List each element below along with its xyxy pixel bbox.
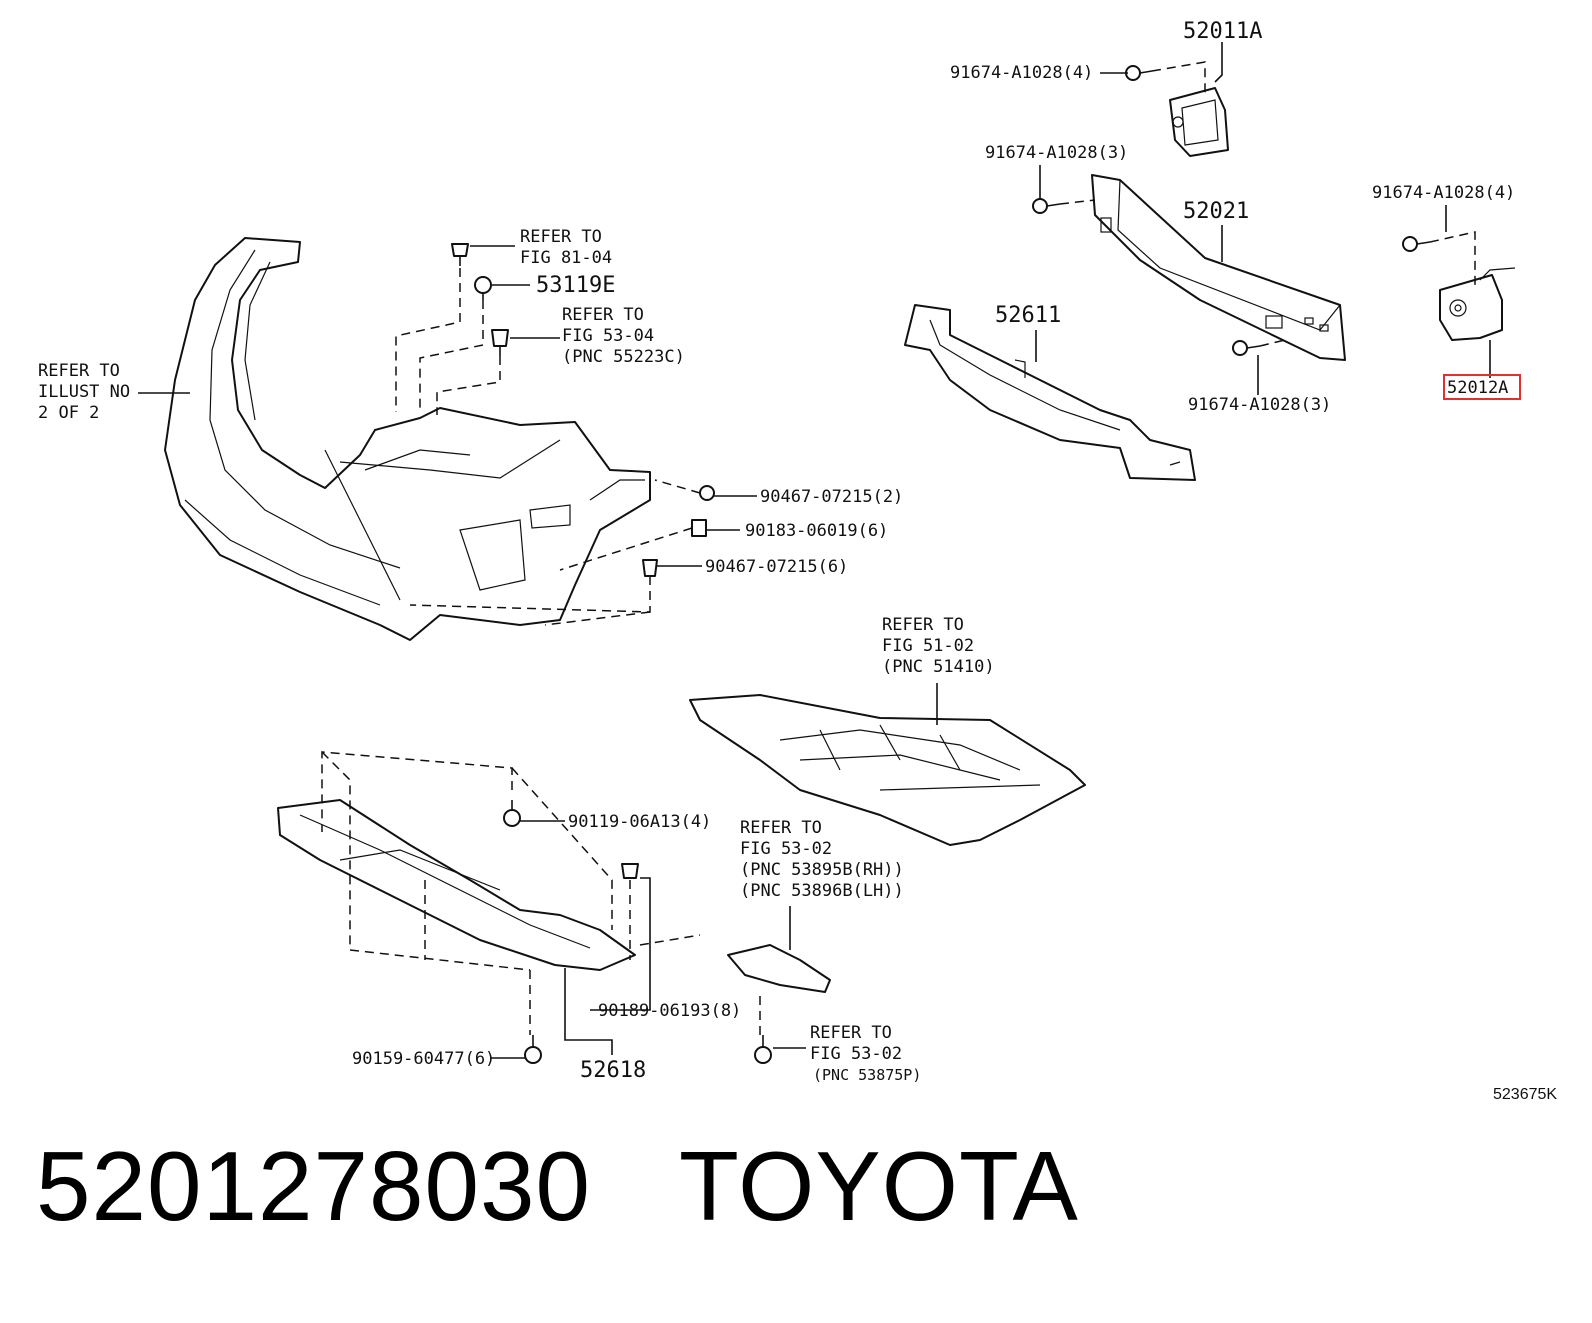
side-deflector <box>727 944 831 993</box>
front-bumper-cover <box>164 237 651 641</box>
label-refer-fig-53-02-b: (PNC 53875P) <box>813 1066 921 1084</box>
label-clip-90467-b: 90467-07215(6) <box>705 557 848 577</box>
label-52012a: 52012A <box>1447 378 1508 398</box>
label-refer-fig-51: (PNC 51410) <box>882 657 995 677</box>
part-title: 5201278030 TOYOTA <box>36 1130 1079 1243</box>
label-refer-fig-53-02-a: REFER TO <box>740 818 822 838</box>
label-refer-illust: 2 OF 2 <box>38 403 99 423</box>
label-bolt-91674-right: 91674-A1028(4) <box>1372 183 1515 203</box>
clip-icon <box>621 863 639 879</box>
clip-icon <box>642 559 658 577</box>
highlight-box <box>1443 374 1521 400</box>
bolt-icon <box>1125 65 1153 81</box>
label-refer-fig-53-02-b: REFER TO <box>810 1023 892 1043</box>
screw-icon <box>503 800 521 827</box>
callout-labels: 52011A 91674-A1028(4) 91674-A1028(3) 520… <box>38 19 1521 1084</box>
bracket-52012a <box>1439 267 1516 341</box>
assembly-dashed-lines <box>321 61 1476 1035</box>
part-number: 5201278030 <box>36 1131 592 1241</box>
clip-icon <box>699 485 715 501</box>
label-bolt-91674-top: 91674-A1028(4) <box>950 63 1093 83</box>
bumper-reinforcement-52021 <box>1091 174 1346 361</box>
label-bolt-91674-bottom: 91674-A1028(3) <box>1188 395 1331 415</box>
leader-lines <box>138 42 1491 1059</box>
label-bolt-90159: 90159-60477(6) <box>352 1049 495 1069</box>
label-refer-fig-53-02-b: FIG 53-02 <box>810 1044 902 1064</box>
bracket-52011a <box>1169 87 1229 157</box>
label-refer-fig-53-04: REFER TO <box>562 305 644 325</box>
label-bolt-91674-mid: 91674-A1028(3) <box>985 143 1128 163</box>
bolt-icon <box>754 1035 772 1064</box>
energy-absorber-52611 <box>904 304 1196 481</box>
label-nut-90183: 90183-06019(6) <box>745 521 888 541</box>
clip-icon <box>451 243 469 266</box>
bolt-icon <box>524 1035 542 1064</box>
label-refer-fig-81: REFER TO <box>520 227 602 247</box>
label-52618: 52618 <box>580 1058 646 1083</box>
label-53119e: 53119E <box>536 273 615 298</box>
bolt-icon <box>1232 340 1261 356</box>
brand-name: TOYOTA <box>679 1131 1079 1241</box>
label-52011a: 52011A <box>1183 19 1262 44</box>
label-52611: 52611 <box>995 303 1061 328</box>
clip-icon <box>474 276 492 300</box>
label-refer-fig-53-02-a: (PNC 53896B(LH)) <box>740 881 904 901</box>
bolt-icon <box>1032 198 1061 214</box>
label-screw-90119: 90119-06A13(4) <box>568 812 711 832</box>
engine-under-cover-upper <box>689 694 1086 846</box>
label-refer-fig-53-04: (PNC 55223C) <box>562 347 685 367</box>
nut-icon <box>691 519 707 537</box>
clip-icon <box>491 329 509 356</box>
label-clip-90467-a: 90467-07215(2) <box>760 487 903 507</box>
label-refer-fig-51: REFER TO <box>882 615 964 635</box>
label-refer-illust: REFER TO <box>38 361 120 381</box>
label-refer-fig-53-04: FIG 53-04 <box>562 326 654 346</box>
label-refer-illust: ILLUST NO <box>38 382 130 402</box>
label-refer-fig-81: FIG 81-04 <box>520 248 612 268</box>
bolt-icon <box>1402 236 1431 252</box>
illustration-code: 523675K <box>1493 1086 1558 1103</box>
lower-under-cover-52618 <box>277 799 636 971</box>
label-clip-90189: 90189-06193(8) <box>598 1001 741 1021</box>
label-refer-fig-51: FIG 51-02 <box>882 636 974 656</box>
label-52021: 52021 <box>1183 199 1249 224</box>
label-refer-fig-53-02-a: (PNC 53895B(RH)) <box>740 860 904 880</box>
label-refer-fig-53-02-a: FIG 53-02 <box>740 839 832 859</box>
